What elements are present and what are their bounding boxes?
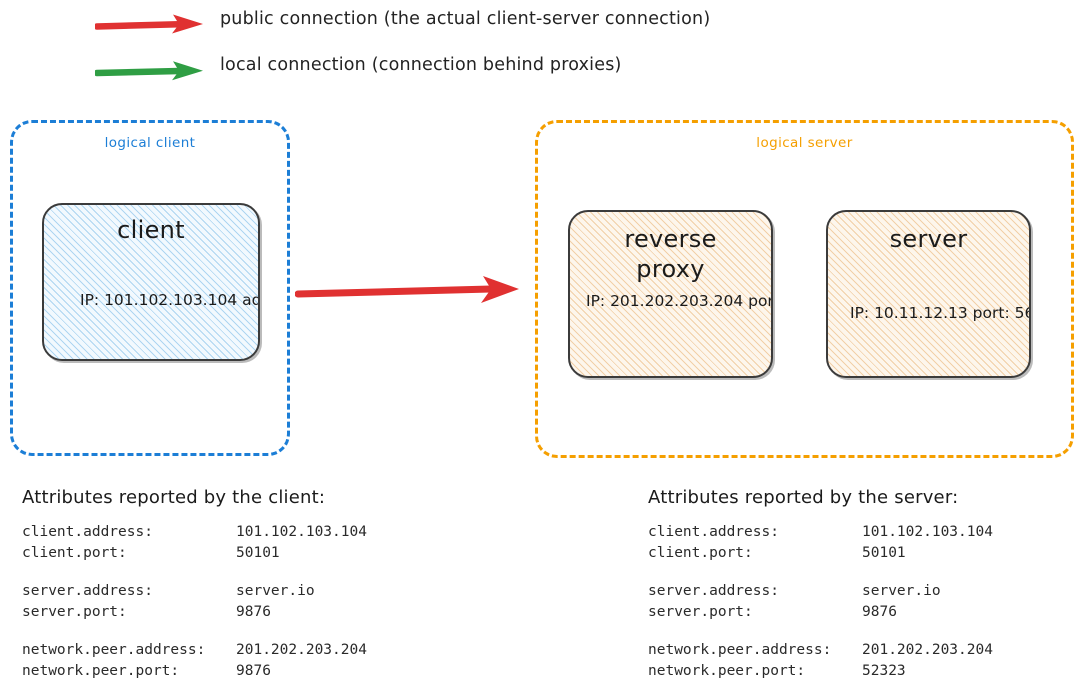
attribute-row: network.peer.address: 201.202.203.204 bbox=[648, 640, 993, 661]
node-client[interactable]: client IP: 101.102.103.104 address: clie… bbox=[42, 203, 260, 361]
logical-client-label: logical client bbox=[104, 135, 196, 151]
logical-server-label: logical server bbox=[756, 135, 853, 151]
attribute-row: server.port: 9876 bbox=[22, 602, 367, 623]
attribute-row: server.port: 9876 bbox=[648, 602, 993, 623]
attribute-value: 201.202.203.204 bbox=[236, 642, 367, 658]
node-reverse-proxy-details: IP: 201.202.203.204 port: 9876 address: … bbox=[586, 292, 771, 310]
logical-server-group: logical server bbox=[535, 120, 1074, 458]
node-reverse-proxy-title: reverse proxy bbox=[624, 225, 717, 283]
attribute-row-spacer-cell bbox=[22, 623, 367, 640]
attribute-key: network.peer.port: bbox=[648, 663, 806, 679]
attribute-row: network.peer.address: 201.202.203.204 bbox=[22, 640, 367, 661]
attribute-row: client.port: 50101 bbox=[22, 543, 367, 564]
server-attributes-table: client.address: 101.102.103.104 client.por… bbox=[648, 522, 993, 682]
legend-label-public-connection: public connection (the actual client-ser… bbox=[220, 9, 711, 29]
attribute-value: server.io bbox=[862, 583, 941, 599]
attribute-value: 9876 bbox=[236, 663, 271, 679]
attribute-row-spacer bbox=[648, 564, 993, 581]
node-client-details: IP: 101.102.103.104 address: client.io bbox=[80, 291, 260, 309]
attribute-value: 50101 bbox=[236, 545, 280, 561]
attribute-row: server.address: server.io bbox=[648, 581, 993, 602]
attribute-value: 50101 bbox=[862, 545, 906, 561]
attribute-key: network.peer.address: bbox=[648, 642, 832, 658]
attribute-key: server.port: bbox=[22, 604, 127, 620]
node-client-title: client bbox=[117, 216, 185, 244]
attribute-row-spacer bbox=[22, 564, 367, 581]
server-attributes-rows: client.address: 101.102.103.104 client.por… bbox=[648, 522, 993, 682]
attribute-value: 201.202.203.204 bbox=[862, 642, 993, 658]
attribute-key: network.peer.address: bbox=[22, 642, 206, 658]
client-attributes-table: client.address: 101.102.103.104 client.por… bbox=[22, 522, 367, 682]
attribute-row: network.peer.port: 52323 bbox=[648, 661, 993, 682]
attribute-row: network.peer.port: 9876 bbox=[22, 661, 367, 682]
attribute-row-spacer bbox=[648, 623, 993, 640]
client-attributes-rows: client.address: 101.102.103.104 client.por… bbox=[22, 522, 367, 682]
attribute-row-spacer-cell bbox=[22, 564, 367, 581]
attribute-row: client.address: 101.102.103.104 bbox=[648, 522, 993, 543]
node-server-details: IP: 10.11.12.13 port: 5678 address: the-… bbox=[850, 304, 1029, 322]
server-attributes-heading: Attributes reported by the server: bbox=[648, 487, 959, 508]
node-reverse-proxy[interactable]: reverse proxy IP: 201.202.203.204 port: … bbox=[568, 210, 773, 378]
attribute-key: client.port: bbox=[22, 545, 127, 561]
attribute-row-spacer bbox=[22, 623, 367, 640]
green-arrow-right-icon bbox=[95, 61, 203, 81]
attribute-key: server.address: bbox=[648, 583, 779, 599]
client-attributes-block: Attributes reported by the client: clien… bbox=[22, 487, 367, 682]
attribute-row: client.port: 50101 bbox=[648, 543, 993, 564]
red-arrow-right-icon bbox=[95, 14, 203, 34]
attribute-value: 101.102.103.104 bbox=[862, 524, 993, 540]
attribute-value: 101.102.103.104 bbox=[236, 524, 367, 540]
node-server-title: server bbox=[889, 225, 968, 253]
server-attributes-block: Attributes reported by the server: clien… bbox=[648, 487, 993, 682]
attribute-value: 9876 bbox=[862, 604, 897, 620]
attribute-row-spacer-cell bbox=[648, 564, 993, 581]
public-connection-arrow bbox=[295, 276, 519, 303]
attribute-key: server.address: bbox=[22, 583, 153, 599]
attribute-row: client.address: 101.102.103.104 bbox=[22, 522, 367, 543]
logical-client-group: logical client bbox=[10, 120, 290, 456]
attribute-key: network.peer.port: bbox=[22, 663, 180, 679]
attribute-key: server.port: bbox=[648, 604, 753, 620]
attribute-key: client.port: bbox=[648, 545, 753, 561]
attribute-row: server.address: server.io bbox=[22, 581, 367, 602]
attribute-key: client.address: bbox=[648, 524, 779, 540]
legend-label-local-connection: local connection (connection behind prox… bbox=[220, 55, 622, 75]
attribute-value: server.io bbox=[236, 583, 315, 599]
client-attributes-heading: Attributes reported by the client: bbox=[22, 487, 326, 508]
attribute-value: 52323 bbox=[862, 663, 906, 679]
node-server[interactable]: server IP: 10.11.12.13 port: 5678 addres… bbox=[826, 210, 1031, 378]
attribute-row-spacer-cell bbox=[648, 623, 993, 640]
attribute-key: client.address: bbox=[22, 524, 153, 540]
attribute-value: 9876 bbox=[236, 604, 271, 620]
